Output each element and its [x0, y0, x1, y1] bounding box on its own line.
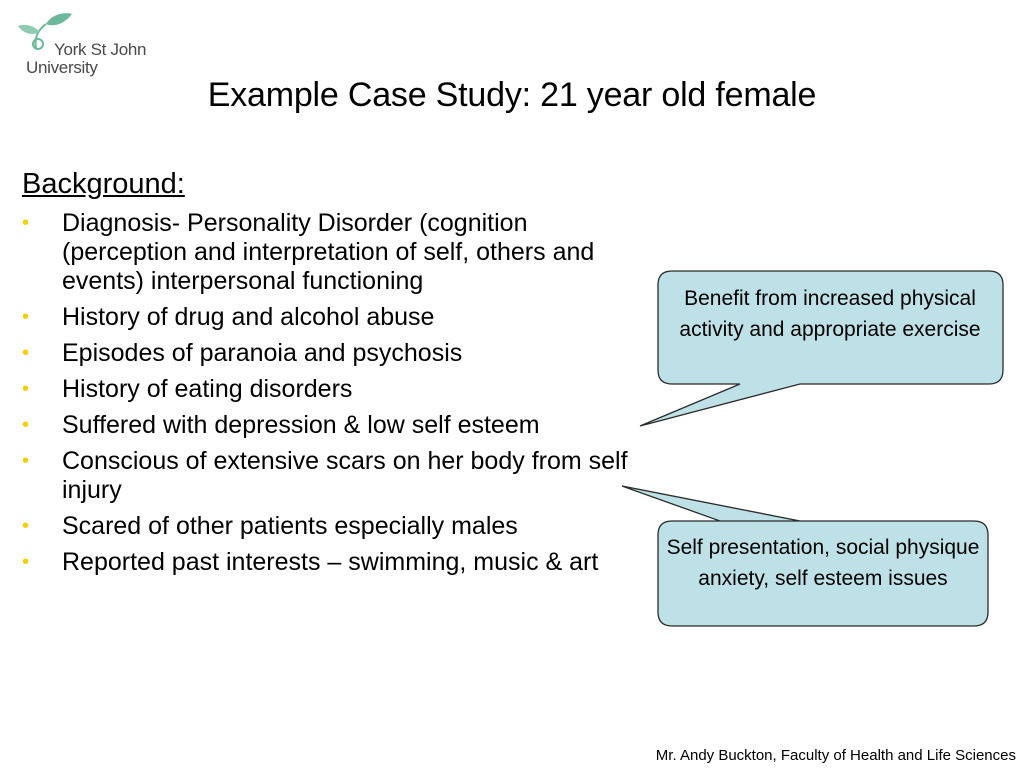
- bullet-item: Reported past interests – swimming, musi…: [22, 548, 652, 577]
- callout-bubble-1: [639, 270, 1004, 427]
- logo-text-line2: University: [26, 58, 98, 77]
- university-logo: York St John University: [16, 10, 176, 80]
- footer-credit: Mr. Andy Buckton, Faculty of Health and …: [655, 747, 1016, 764]
- bullet-item: Episodes of paranoia and psychosis: [22, 339, 652, 368]
- logo-text-line1: York St John: [54, 40, 147, 59]
- background-heading: Background:: [22, 168, 185, 200]
- bullet-item: Scared of other patients especially male…: [22, 512, 652, 541]
- bullet-list: Diagnosis- Personality Disorder (cogniti…: [22, 209, 652, 584]
- bullet-item: Conscious of extensive scars on her body…: [22, 447, 652, 505]
- bullet-item: Diagnosis- Personality Disorder (cogniti…: [22, 209, 652, 296]
- bullet-item: History of drug and alcohol abuse: [22, 303, 652, 332]
- slide-title: Example Case Study: 21 year old female: [207, 76, 817, 114]
- bullet-item: History of eating disorders: [22, 375, 652, 404]
- callout-text-2: Self presentation, social physique anxie…: [666, 536, 980, 590]
- bullet-item: Suffered with depression & low self este…: [22, 411, 652, 440]
- callout-text-1: Benefit from increased physical activity…: [679, 287, 981, 341]
- leaf-logo-icon: [18, 13, 72, 50]
- callout-bubble-2: [621, 485, 989, 627]
